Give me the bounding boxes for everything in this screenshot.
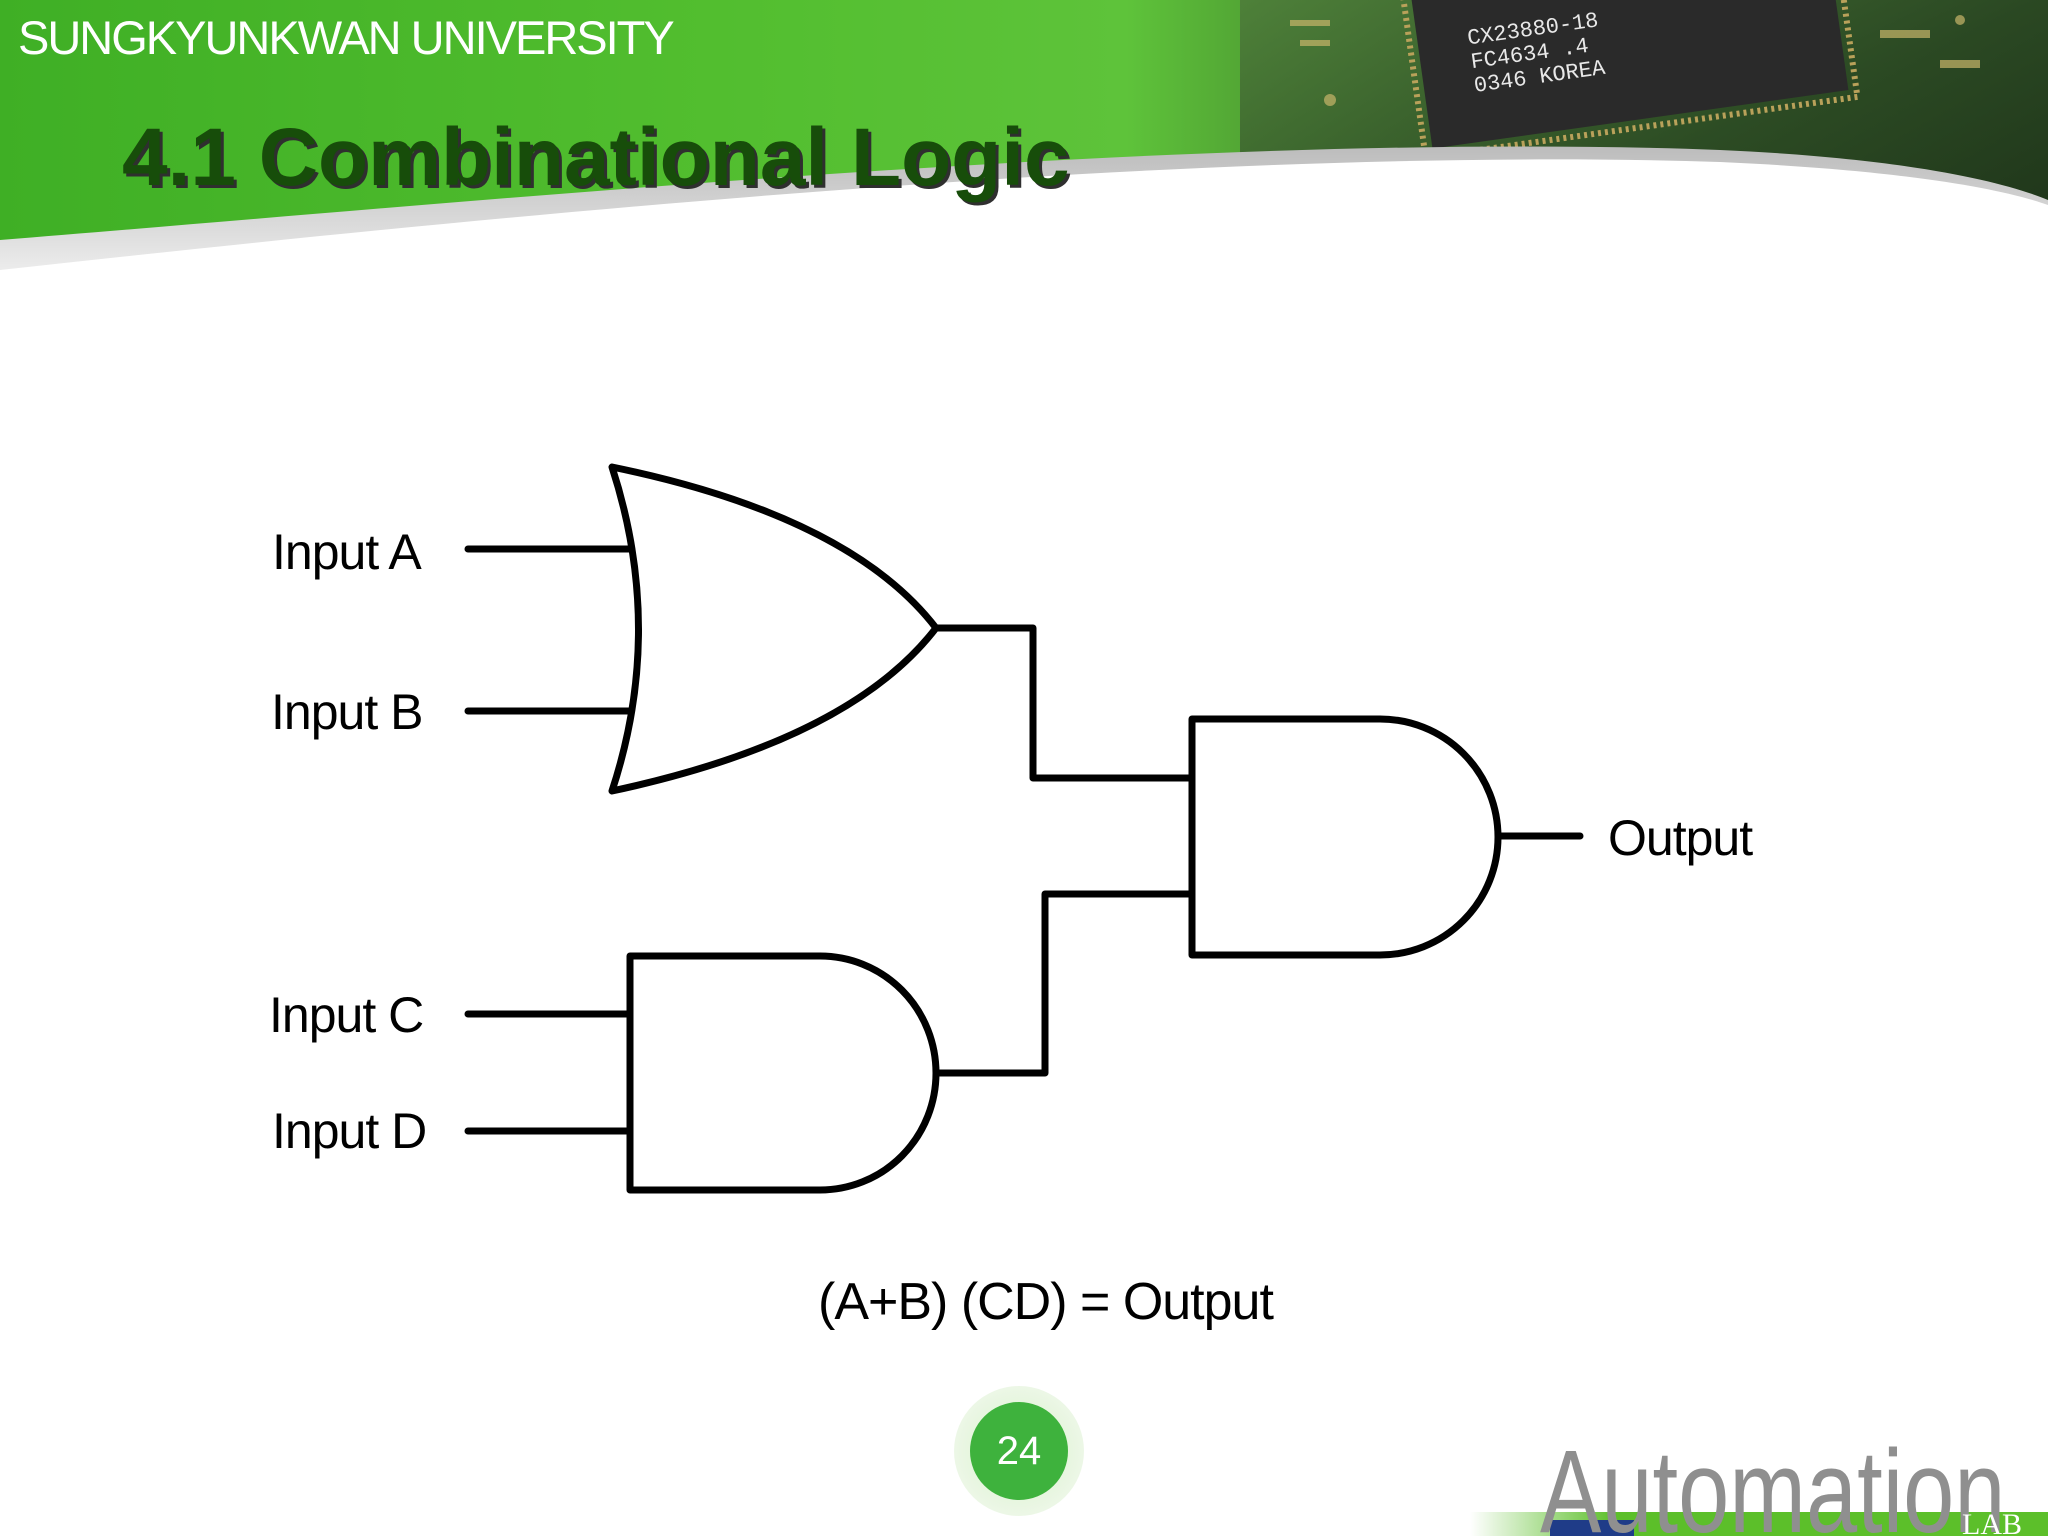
and-gate-cd (626, 952, 940, 1194)
boolean-equation: (A+B) (CD) = Output (818, 1273, 1274, 1331)
and-gate-output (1188, 715, 1502, 959)
university-name: SUNGKYUNKWAN UNIVERSITY (18, 11, 675, 64)
page-number-badge: 24 (954, 1386, 1084, 1516)
or-gate (608, 463, 940, 795)
input-a-label: Input A (272, 524, 422, 580)
input-c-label: Input C (269, 987, 423, 1043)
logo-automation-text: Automation (1540, 1426, 2005, 1536)
wire-or-output (932, 624, 1196, 782)
slide-title: 4.1 Combinational Logic (122, 112, 1070, 203)
header-banner: CX23880-18 FC4634 .4 0346 KOREA (0, 0, 2048, 320)
output-label: Output (1608, 810, 1753, 866)
input-d-label: Input D (272, 1103, 426, 1159)
input-b-label: Input B (271, 684, 422, 740)
automation-lab-logo: Automation LAB (1470, 1426, 2048, 1536)
chip-photo: CX23880-18 FC4634 .4 0346 KOREA (1399, 0, 1861, 161)
logo-lab-text: LAB (1962, 1508, 2022, 1536)
wire-and-output (932, 890, 1196, 1077)
page-number: 24 (970, 1402, 1068, 1500)
